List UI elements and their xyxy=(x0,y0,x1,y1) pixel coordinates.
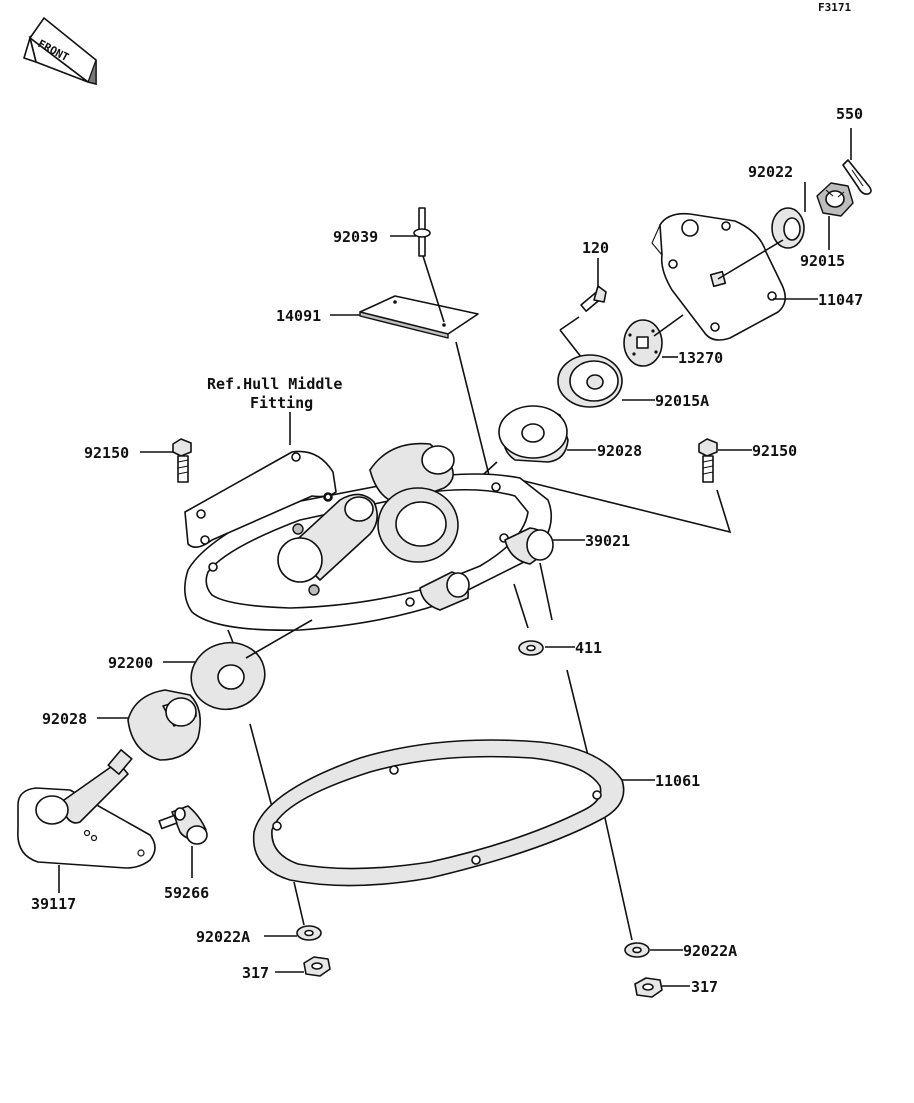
part-label-13270: 13270 xyxy=(678,349,723,367)
part-label-92022A-right: 92022A xyxy=(683,942,737,960)
part-label-92022-top: 92022 xyxy=(748,163,793,181)
part-label-317-left: 317 xyxy=(242,964,269,982)
washer-411 xyxy=(518,640,544,656)
fitting-59266 xyxy=(158,805,208,845)
bolt-120 xyxy=(580,285,607,312)
part-label-317-right: 317 xyxy=(691,978,718,996)
plate-14091 xyxy=(359,295,479,339)
part-label-92028-lower: 92028 xyxy=(42,710,87,728)
gasket-11061 xyxy=(252,739,625,887)
part-label-39117: 39117 xyxy=(31,895,76,913)
part-label-411: 411 xyxy=(575,639,602,657)
washer-92200 xyxy=(190,641,266,711)
part-label-39021: 39021 xyxy=(585,532,630,550)
bracket-plate-11047 xyxy=(651,212,786,341)
cotter-pin-550 xyxy=(842,159,872,195)
part-label-92150-left: 92150 xyxy=(84,444,129,462)
part-label-92028-top: 92028 xyxy=(597,442,642,460)
ref-note-line1: Ref.Hull Middle xyxy=(207,375,342,393)
bolt-92150-right xyxy=(698,438,718,483)
part-label-92039: 92039 xyxy=(333,228,378,246)
castle-nut-92015 xyxy=(816,182,854,217)
part-label-59266: 59266 xyxy=(164,884,209,902)
bushing-92028-top xyxy=(498,405,569,463)
part-label-14091: 14091 xyxy=(276,307,321,325)
pin-92039 xyxy=(413,207,431,257)
washer-92022 xyxy=(771,207,805,249)
bushing-92028-lower xyxy=(127,689,201,761)
washer-92022A-right xyxy=(624,942,650,958)
plate-13270 xyxy=(623,319,663,367)
part-label-92150-right: 92150 xyxy=(752,442,797,460)
part-label-11061: 11061 xyxy=(655,772,700,790)
lever-39117 xyxy=(17,749,156,869)
part-label-550: 550 xyxy=(836,105,863,123)
front-arrow-icon: FRONT xyxy=(23,16,97,86)
nut-317-right xyxy=(634,977,663,998)
nut-317-left xyxy=(303,956,331,977)
part-label-92015A: 92015A xyxy=(655,392,709,410)
figure-code: F3171 xyxy=(818,1,851,14)
part-label-11047: 11047 xyxy=(818,291,863,309)
bolt-92150-left xyxy=(172,438,192,483)
part-label-92015: 92015 xyxy=(800,252,845,270)
part-label-120: 120 xyxy=(582,239,609,257)
cup-92015A xyxy=(557,354,623,408)
ref-note-line2: Fitting xyxy=(250,394,313,412)
washer-92022A-left xyxy=(296,925,322,941)
housing-main xyxy=(184,442,554,631)
part-label-92022A-left: 92022A xyxy=(196,928,250,946)
part-label-92200: 92200 xyxy=(108,654,153,672)
